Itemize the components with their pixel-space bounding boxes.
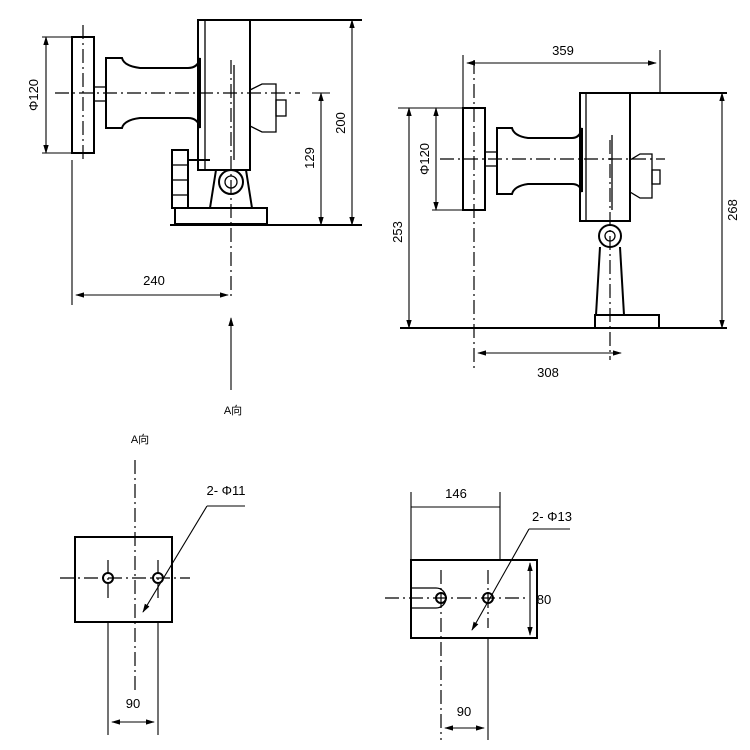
left-base-plate xyxy=(174,207,268,225)
right-base-hole-label: 2- Φ13 xyxy=(532,509,572,524)
left-base-spacing-label: 90 xyxy=(126,696,140,711)
right-axis-height-dimension-label: 253 xyxy=(390,221,405,243)
left-end-nut xyxy=(275,99,287,117)
left-shaft xyxy=(93,86,107,102)
left-base-hole-leader xyxy=(142,505,208,613)
right-dia-dimension-label: Φ120 xyxy=(417,143,432,175)
right-bell-housing xyxy=(496,127,583,195)
left-base-view: A向 2- Φ11 90 xyxy=(60,432,246,735)
right-elevation-view: 359 Φ120 253 268 308 xyxy=(390,43,740,380)
right-base-spacing-label: 90 xyxy=(457,704,471,719)
left-offset-dimension-label: 240 xyxy=(143,273,165,288)
left-elevation-view: Φ120 200 129 240 A向 xyxy=(26,19,362,417)
right-base-hole-2 xyxy=(482,592,494,604)
left-axis-height-dimension-label: 129 xyxy=(302,147,317,169)
right-base-hole-1 xyxy=(435,592,447,604)
right-base-height-label: 80 xyxy=(537,592,551,607)
right-base-plate xyxy=(594,314,660,329)
right-offset-dimension-label: 308 xyxy=(537,365,559,380)
right-base-width-label: 146 xyxy=(445,486,467,501)
left-base-hole-label: 2- Φ11 xyxy=(206,483,245,498)
left-base-outline xyxy=(74,536,173,623)
left-base-view-label: A向 xyxy=(131,432,149,446)
left-dia-dimension-label: Φ120 xyxy=(26,79,41,111)
right-base-view: 146 2- Φ13 80 90 xyxy=(385,486,572,740)
right-main-housing xyxy=(579,92,631,222)
right-column xyxy=(594,246,626,316)
right-length-dimension-label: 359 xyxy=(552,43,574,58)
left-bell-housing xyxy=(105,57,201,129)
right-base-hole-leader xyxy=(471,528,530,631)
view-direction-label: A向 xyxy=(224,403,242,417)
right-end-cap xyxy=(629,153,653,199)
left-main-housing xyxy=(197,19,251,171)
right-base-outline xyxy=(410,559,538,639)
left-base-hole-1 xyxy=(102,572,114,584)
right-height-dimension-label: 268 xyxy=(725,199,740,221)
left-height-dimension-label: 200 xyxy=(333,112,348,134)
left-end-cap xyxy=(249,83,277,133)
right-end-nut xyxy=(651,169,661,185)
left-spring-bracket xyxy=(171,149,189,209)
